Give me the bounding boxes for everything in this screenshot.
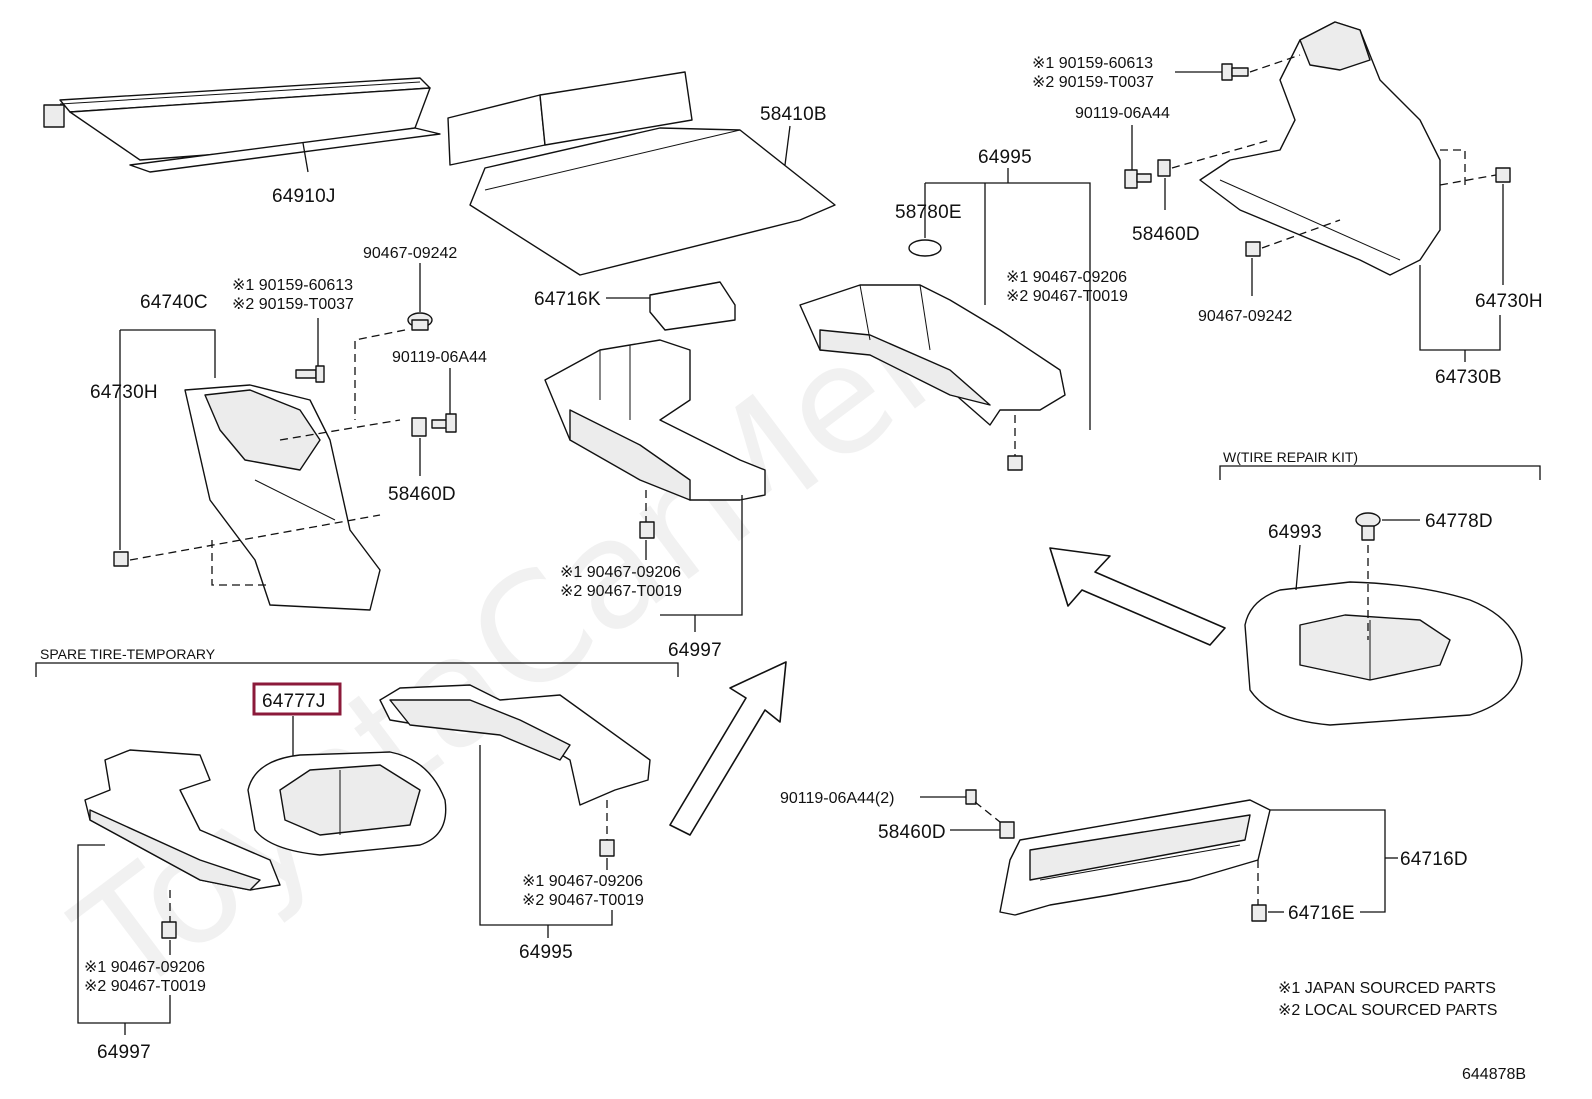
clip-icon — [639, 521, 655, 539]
label-58780E[interactable]: 58780E — [895, 202, 962, 223]
part-floor-tray-bottom-mid — [379, 684, 651, 806]
label-64997-mid[interactable]: 64997 — [668, 640, 722, 661]
label-64995-bm[interactable]: 64995 — [519, 942, 573, 963]
nut-icon — [411, 417, 427, 437]
direction-arrow-icon — [1049, 547, 1226, 646]
part-spare-tire-tray-64777J — [247, 751, 447, 856]
label-64997-bl[interactable]: 64997 — [97, 1042, 151, 1063]
label-90159-a-2[interactable]: ※2 90159-T0037 — [232, 296, 354, 313]
label-64730H-right[interactable]: 64730H — [1475, 291, 1543, 312]
label-90467-bm-1[interactable]: ※1 90467-09206 — [522, 873, 643, 890]
clip-icon — [1495, 167, 1511, 183]
watermark-text: ToyotaCarMen — [46, 249, 1001, 1029]
bolt-icon — [1124, 169, 1152, 189]
label-58460D-a[interactable]: 58460D — [388, 484, 456, 505]
part-box-64716K — [649, 281, 736, 331]
screw-icon — [1221, 63, 1249, 81]
part-left-side-trim — [184, 384, 381, 611]
label-90467-mid-2[interactable]: ※2 90467-T0019 — [560, 583, 682, 600]
part-deck-board — [447, 71, 836, 276]
clip-icon — [1355, 512, 1381, 541]
label-90467-bm-2[interactable]: ※2 90467-T0019 — [522, 892, 644, 909]
group-spare-tire-title: SPARE TIRE-TEMPORARY — [40, 646, 216, 662]
label-90467-bl-1[interactable]: ※1 90467-09206 — [84, 959, 205, 976]
part-floor-tray-mid — [544, 339, 766, 501]
label-58460D-c[interactable]: 58460D — [878, 822, 946, 843]
part-grommet-58780E — [908, 239, 942, 257]
clip-icon — [407, 312, 433, 331]
label-64777J[interactable]: 64777J — [262, 691, 326, 712]
part-tray-64993 — [1244, 581, 1523, 726]
part-floor-tray-top — [799, 284, 1066, 426]
clip-icon — [161, 921, 177, 939]
label-64730B[interactable]: 64730B — [1435, 367, 1502, 388]
bolt-icon — [965, 789, 977, 805]
label-90119-b[interactable]: 90119-06A44 — [1075, 105, 1170, 122]
direction-arrow-icon — [669, 661, 787, 836]
label-64740C[interactable]: 64740C — [140, 292, 208, 313]
label-64730H-left[interactable]: 64730H — [90, 382, 158, 403]
clip-icon — [1007, 455, 1023, 471]
label-90467-09242-a[interactable]: 90467-09242 — [363, 245, 457, 262]
label-90159-b-1[interactable]: ※1 90159-60613 — [1032, 55, 1153, 72]
note-local-sourced: ※2 LOCAL SOURCED PARTS — [1278, 1002, 1497, 1019]
part-right-side-trim — [1199, 21, 1441, 276]
nut-icon — [999, 821, 1015, 839]
clip-icon — [113, 551, 129, 567]
part-floor-tray-bottom-left — [84, 749, 281, 891]
diagram-id: 644878B — [1462, 1066, 1526, 1083]
clip-icon — [599, 839, 615, 857]
label-90467-09242-b[interactable]: 90467-09242 — [1198, 308, 1292, 325]
screw-icon — [295, 365, 325, 383]
label-90159-a-1[interactable]: ※1 90159-60613 — [232, 277, 353, 294]
clip-icon — [1251, 904, 1267, 922]
label-90467-tr-2[interactable]: ※2 90467-T0019 — [1006, 288, 1128, 305]
label-90119-c[interactable]: 90119-06A44(2) — [780, 790, 894, 807]
group-tire-repair-title: W(TIRE REPAIR KIT) — [1223, 449, 1358, 465]
part-tonneau-cover — [43, 77, 441, 173]
part-scuff-plate — [999, 799, 1271, 916]
label-90119-a[interactable]: 90119-06A44 — [392, 349, 487, 366]
label-64716K[interactable]: 64716K — [534, 289, 601, 310]
label-90467-tr-1[interactable]: ※1 90467-09206 — [1006, 269, 1127, 286]
note-japan-sourced: ※1 JAPAN SOURCED PARTS — [1278, 980, 1496, 997]
label-90467-mid-1[interactable]: ※1 90467-09206 — [560, 564, 681, 581]
label-58410B[interactable]: 58410B — [760, 104, 827, 125]
label-90467-bl-2[interactable]: ※2 90467-T0019 — [84, 978, 206, 995]
label-64716D[interactable]: 64716D — [1400, 849, 1468, 870]
highlight-box — [252, 682, 342, 716]
bolt-icon — [431, 413, 457, 433]
label-58460D-b[interactable]: 58460D — [1132, 224, 1200, 245]
label-64995-top[interactable]: 64995 — [978, 147, 1032, 168]
nut-icon — [1157, 159, 1171, 177]
label-90159-b-2[interactable]: ※2 90159-T0037 — [1032, 74, 1154, 91]
label-64778D[interactable]: 64778D — [1425, 511, 1493, 532]
label-64993[interactable]: 64993 — [1268, 522, 1322, 543]
label-64716E[interactable]: 64716E — [1288, 903, 1355, 924]
clip-icon — [1245, 241, 1261, 257]
label-64910J[interactable]: 64910J — [272, 186, 336, 207]
